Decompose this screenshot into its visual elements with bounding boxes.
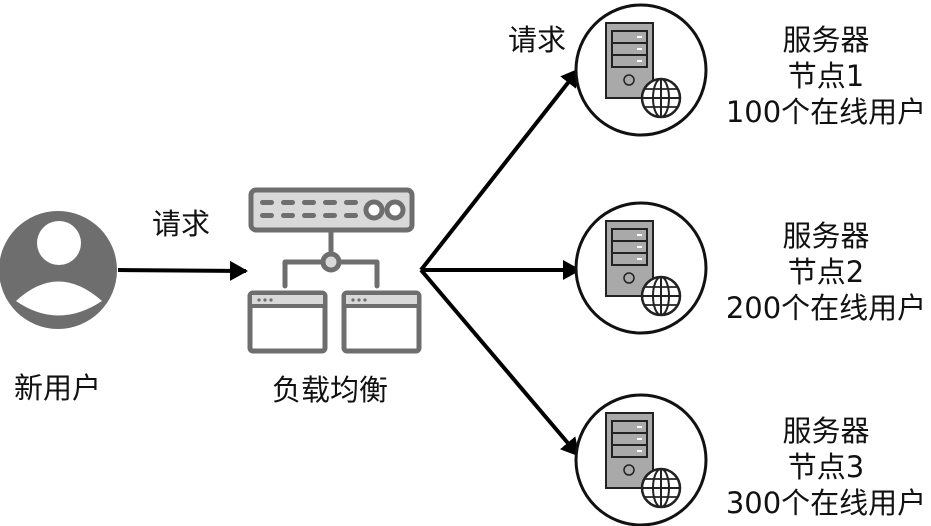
server-title: 服务器 — [782, 23, 870, 57]
server-node-name: 节点1 — [787, 59, 865, 93]
server-icon — [605, 412, 654, 489]
server-online-users: 100个在线用户 — [725, 95, 927, 129]
user-label: 新用户 — [14, 371, 102, 405]
server-node-1[interactable] — [574, 3, 708, 137]
server-node-2[interactable] — [574, 201, 708, 335]
user-avatar-icon[interactable] — [0, 211, 117, 329]
request-arrow-node3 — [419, 268, 580, 457]
globe-icon — [640, 275, 682, 317]
server-node-3-label: 服务器 节点3 300个在线用户 — [711, 413, 931, 521]
server-title: 服务器 — [782, 414, 870, 448]
server-node-3[interactable] — [574, 393, 708, 526]
globe-icon — [640, 77, 682, 119]
request-label-top: 请求 — [508, 23, 567, 57]
server-title: 服务器 — [782, 219, 870, 253]
server-online-users: 200个在线用户 — [725, 291, 927, 325]
server-node-name: 节点2 — [787, 255, 865, 289]
load-balancer-label: 负载均衡 — [272, 373, 389, 407]
load-balancer-icon[interactable] — [247, 187, 422, 354]
server-node-1-label: 服务器 节点1 100个在线用户 — [711, 22, 931, 130]
request-arrow-node1 — [419, 68, 580, 272]
request-arrow-left — [117, 260, 248, 281]
request-label-left: 请求 — [152, 207, 211, 241]
server-node-name: 节点3 — [787, 450, 865, 484]
globe-icon — [640, 467, 682, 509]
server-online-users: 300个在线用户 — [725, 486, 927, 520]
server-node-2-label: 服务器 节点2 200个在线用户 — [711, 218, 931, 326]
